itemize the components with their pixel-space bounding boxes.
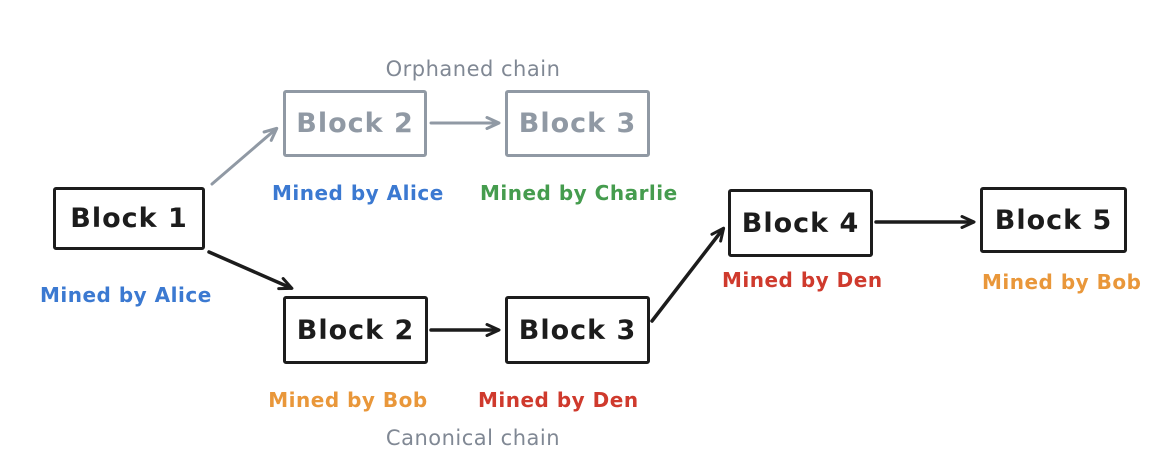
block-1-label: Block 1 (70, 203, 188, 234)
orphan-block-2: Block 2 (283, 90, 427, 157)
block-4-miner-label: Mined by Den (722, 268, 883, 292)
arrow-block1-to-orphan-block2 (210, 126, 279, 186)
arrow-canon-block3-to-block4 (650, 226, 726, 323)
orphan-block-3: Block 3 (505, 90, 650, 157)
orphan-block-3-label: Block 3 (518, 108, 637, 139)
canon-block-3-miner-label: Mined by Den (478, 388, 639, 412)
canon-block-2-label: Block 2 (296, 314, 415, 346)
block-4-label: Block 4 (741, 207, 860, 239)
canon-block-3: Block 3 (505, 296, 650, 364)
canonical-chain-label: Canonical chain (385, 426, 561, 450)
canon-block-2: Block 2 (283, 296, 428, 364)
block-4: Block 4 (728, 189, 873, 257)
canon-block-3-label: Block 3 (518, 314, 637, 346)
orphan-block-3-miner-label: Mined by Charlie (480, 181, 678, 205)
block-1: Block 1 (53, 187, 205, 250)
orphan-block-2-miner-label: Mined by Alice (272, 181, 444, 205)
block-5-miner-label: Mined by Bob (982, 270, 1142, 294)
arrow-block1-to-canon-block2 (207, 250, 294, 291)
block-1-miner-label: Mined by Alice (40, 283, 212, 307)
canon-block-2-miner-label: Mined by Bob (268, 388, 428, 412)
orphaned-chain-label: Orphaned chain (385, 57, 561, 81)
orphan-block-2-label: Block 2 (296, 108, 414, 139)
block-5: Block 5 (980, 187, 1127, 253)
block-5-label: Block 5 (994, 204, 1113, 236)
